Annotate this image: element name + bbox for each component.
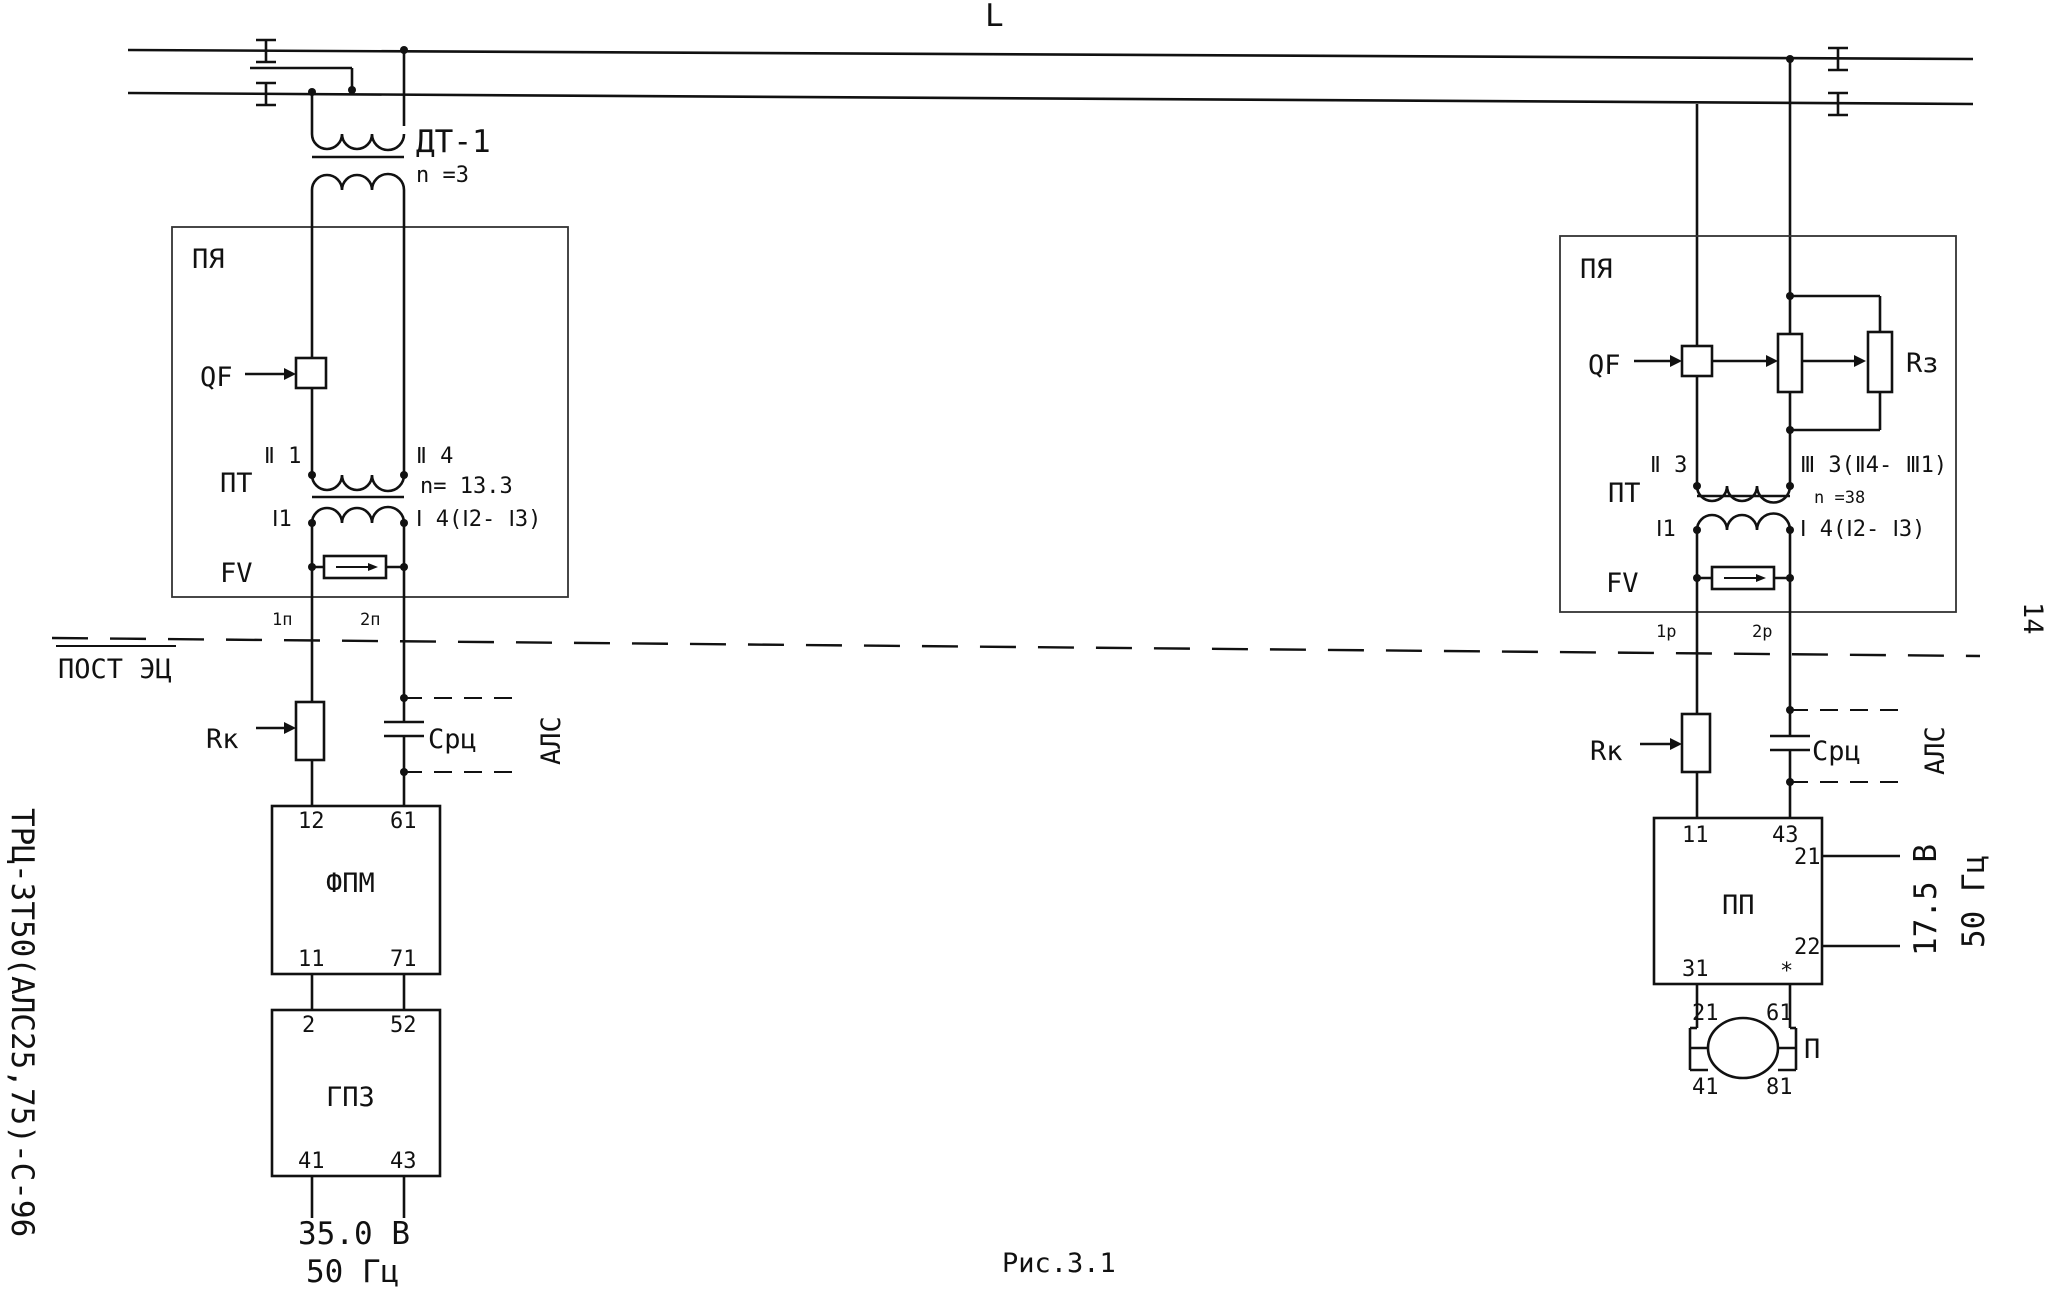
pp-name: ПП [1722,890,1755,921]
left-supply-frequency: 50 Гц [306,1254,399,1290]
gpz-block [270,1008,442,1218]
right-resistor-rk [1680,712,1712,774]
left-csrc-label: Срц [428,724,477,755]
right-track-box-frame [1559,235,1957,613]
section-boundary-line [51,636,1981,658]
rail-lines [127,38,1974,117]
left-track-box-frame [171,226,569,598]
pp-term-22: 22 [1794,935,1821,960]
left-breaker-qf [294,356,328,390]
left-cable-components [256,694,520,806]
left-term-II1: Ⅱ 1 [264,444,301,469]
gpz-term-52: 52 [390,1013,417,1038]
left-supply-voltage: 35.0 В [298,1216,410,1252]
left-frame-label: ПЯ [192,244,225,275]
right-cable-components [1640,706,1904,818]
fpm-name: ФПМ [326,868,375,899]
right-supply-frequency: 50 Гц [1956,855,1992,948]
right-cable-1: 1р [1656,622,1676,642]
left-term-I1: Ⅰ1 [272,507,292,532]
right-divider-resistor [1776,332,1804,394]
fpm-term-11: 11 [298,947,325,972]
right-conductors [1634,292,1894,724]
relay-label: П [1804,1034,1820,1065]
left-term-II4: Ⅱ 4 [416,444,453,469]
right-rk-label: Rк [1590,736,1623,767]
gpz-name: ГПЗ [326,1082,375,1113]
left-fv-label: FV [220,558,253,589]
gpz-term-41: 41 [298,1149,325,1174]
right-cable-2: 2р [1752,622,1772,642]
fpm-term-12: 12 [298,809,325,834]
pp-block [1652,816,1900,1028]
document-side-code: ТРЦ-3Т50(АЛС25,75)-С-96 [4,808,40,1237]
left-breaker-label: QF [200,362,233,393]
right-pt-ratio: n =38 [1814,488,1865,508]
dt-ratio: n =3 [416,163,469,188]
right-rz-label: Rз [1906,348,1939,379]
fpm-term-71: 71 [390,947,417,972]
left-pt-ratio: n= 13.3 [420,474,513,499]
track-relay-p [1688,1016,1798,1080]
right-frame-label: ПЯ [1580,254,1613,285]
right-rail-taps [1695,55,1794,346]
dt-label: ДТ-1 [416,124,491,160]
right-breaker-label: QF [1588,350,1621,381]
pp-term-21: 21 [1794,845,1821,870]
relay-term-41: 41 [1692,1075,1719,1100]
fpm-term-61: 61 [390,809,417,834]
relay-term-61: 61 [1766,1001,1793,1026]
right-resistor-rz [1866,330,1894,394]
pp-term-43: 43 [1772,823,1799,848]
right-fv-label: FV [1606,568,1639,599]
page-number: 14 [2017,602,2048,635]
section-label: ПОСТ ЭЦ [58,654,172,685]
left-term-I4: Ⅰ 4(Ⅰ2- Ⅰ3) [416,507,541,532]
right-term-II3: Ⅱ 3 [1650,453,1687,478]
left-als-label: АЛС [536,716,567,765]
right-als-label: АЛС [1920,726,1951,775]
relay-term-81: 81 [1766,1075,1793,1100]
left-resistor-rk [294,700,326,762]
insulating-joint-left [256,38,276,107]
gpz-term-2: 2 [302,1013,315,1038]
left-pt-label: ПТ [220,468,253,499]
left-conductors [245,190,408,712]
pp-term-11: 11 [1682,823,1709,848]
choke-transformer-dt1 [250,46,408,191]
pp-term-star: * [1780,959,1793,984]
right-supply-voltage: 17.5 В [1908,844,1944,956]
figure-caption: Рис.3.1 [1002,1248,1116,1279]
gpz-term-43: 43 [390,1149,417,1174]
insulating-joint-right [1828,46,1848,117]
left-rk-label: Rк [206,724,239,755]
right-csrc-label: Срц [1812,736,1861,767]
pp-term-31: 31 [1682,957,1709,982]
line-label: L [985,0,1004,34]
fpm-block [270,804,442,1010]
left-cable-1: 1п [272,610,292,630]
right-term-III3: Ⅲ 3(Ⅱ4- Ⅲ1) [1800,453,1947,478]
right-breaker-qf [1680,344,1714,378]
relay-term-21: 21 [1692,1001,1719,1026]
right-term-I4: Ⅰ 4(Ⅰ2- Ⅰ3) [1800,517,1925,542]
left-cable-2: 2п [360,610,380,630]
right-pt-label: ПТ [1608,478,1641,509]
right-term-I1: Ⅰ1 [1656,517,1676,542]
